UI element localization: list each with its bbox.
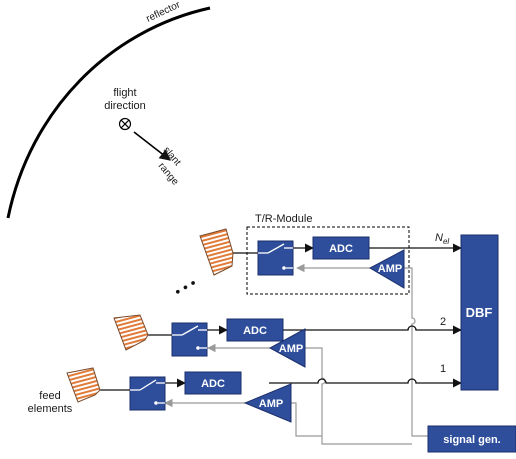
ellipsis-dots: • • • xyxy=(172,274,200,299)
switch-ch2 xyxy=(171,322,208,357)
feed-horn-top xyxy=(199,228,234,276)
adc-block-ch2: ADC xyxy=(226,318,284,342)
switch-top xyxy=(257,240,294,276)
tr-module-box xyxy=(246,226,410,295)
reflector-arc xyxy=(6,6,211,219)
amp-block-ch1: AMP xyxy=(243,383,292,423)
flight-direction-icon xyxy=(118,117,132,131)
adc-label-ch2: ADC xyxy=(243,325,267,337)
channel-label-nel: Nel xyxy=(435,232,449,246)
amp-label-ch2: AMP xyxy=(279,343,303,355)
adc-label-ch1: ADC xyxy=(201,378,225,390)
feed-horn-ch1 xyxy=(66,367,101,403)
switch-ch1 xyxy=(129,376,166,411)
amp-label-top: AMP xyxy=(378,263,402,275)
tr-module-label: T/R-Module xyxy=(255,213,312,225)
slant-range-arrow xyxy=(133,131,171,161)
signal-lines xyxy=(100,252,450,391)
feed-elements-label-2: elements xyxy=(28,403,73,415)
adc-label-top: ADC xyxy=(329,243,353,255)
flight-direction-label-1: flight xyxy=(113,87,136,99)
signal-gen-label: signal gen. xyxy=(443,434,500,446)
signal-gen-block: signal gen. xyxy=(427,425,516,453)
flight-direction-label-2: direction xyxy=(104,100,146,112)
adc-block-ch1: ADC xyxy=(184,371,242,395)
feed-elements-label-1: feed xyxy=(39,390,60,402)
amp-label-ch1: AMP xyxy=(259,398,283,410)
amp-block-top: AMP xyxy=(368,249,405,289)
amp-block-ch2: AMP xyxy=(268,328,306,368)
reflector-label: reflector xyxy=(145,0,183,25)
channel-label-1: 1 xyxy=(440,363,446,375)
feed-horn-ch2 xyxy=(113,314,149,351)
channel-label-2: 2 xyxy=(440,316,446,328)
dbf-block: DBF xyxy=(460,234,499,391)
adc-block-top: ADC xyxy=(312,236,370,260)
dbf-label: DBF xyxy=(466,305,493,320)
